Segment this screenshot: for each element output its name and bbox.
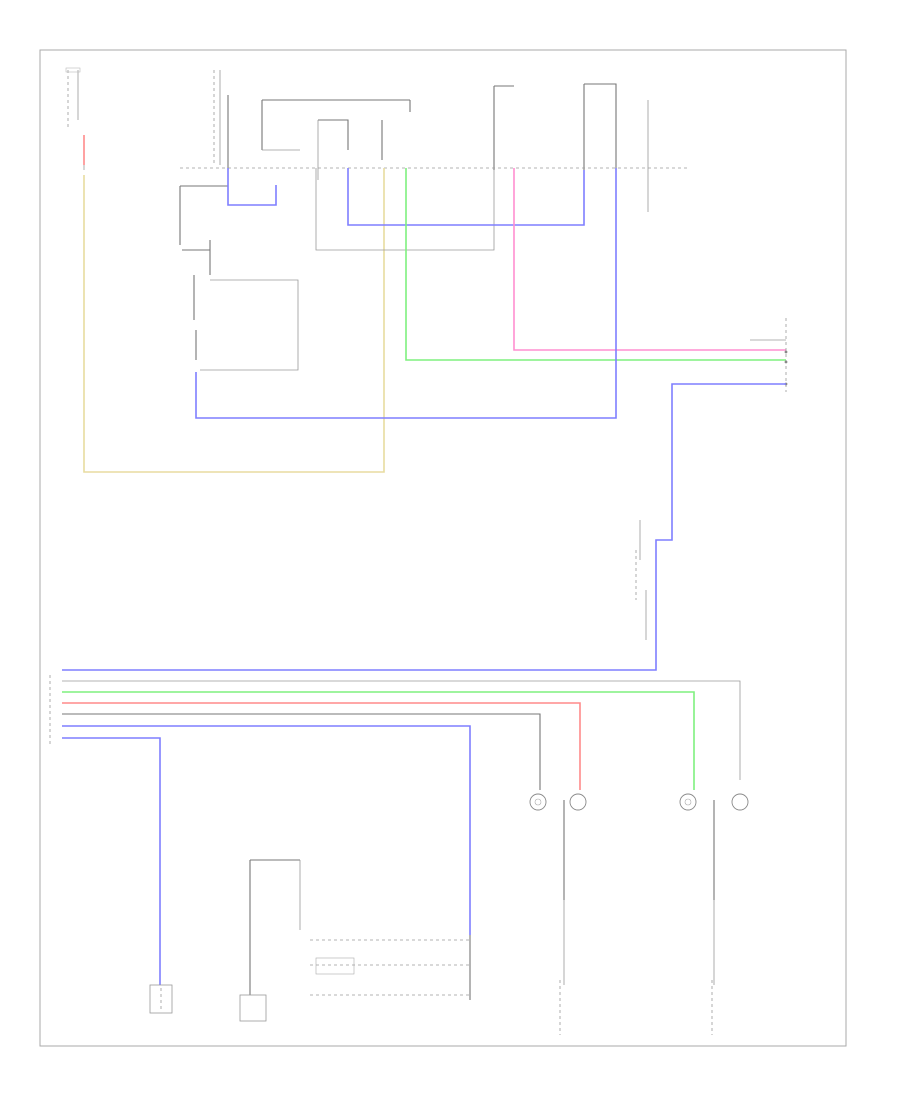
switch-box [261, 99, 411, 180]
lamp-1 [529, 793, 547, 811]
bus-blue-left [62, 737, 161, 985]
diagram-border [39, 49, 847, 1047]
lamp-3 [679, 793, 697, 811]
relay-column-left [179, 185, 299, 371]
wire-blue-loop [347, 168, 585, 226]
fuse-center [213, 70, 229, 170]
lamp-2 [563, 793, 587, 900]
bus-gray-1 [62, 680, 741, 780]
bus-green [62, 691, 695, 790]
bus-gray-2 [62, 713, 541, 790]
wire-blue-lower [195, 168, 617, 419]
wire-pink-long [513, 168, 786, 351]
wire-gray-loop [315, 168, 495, 251]
connector-bottom-left [149, 984, 173, 1014]
wire-green [405, 168, 786, 361]
relay-box [493, 83, 649, 212]
fuse-left [65, 67, 85, 170]
bus-blue-mid [62, 725, 471, 935]
connector-right [750, 318, 788, 392]
lamp-4 [713, 793, 749, 900]
junction-right [635, 520, 647, 640]
bus-red [62, 702, 581, 790]
wire-tan [83, 168, 385, 473]
meter-unit [239, 859, 471, 1022]
wire-blue-top [227, 168, 277, 206]
wire-blue-right [62, 383, 786, 671]
